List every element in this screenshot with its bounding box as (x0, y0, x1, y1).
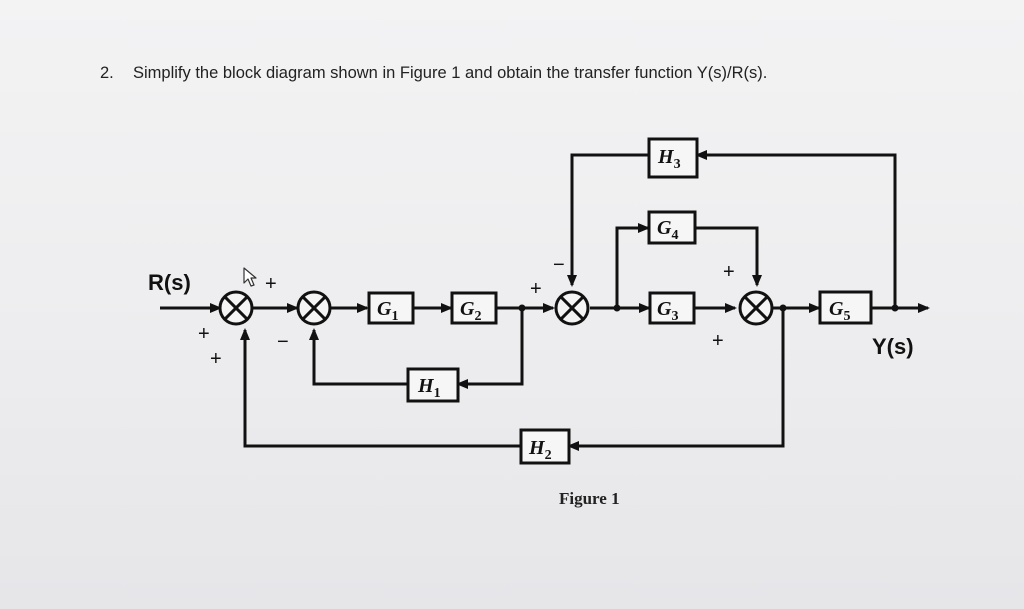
junction-signs: + + + − + − + + (198, 254, 735, 370)
block-g1-sub: 1 (391, 309, 398, 324)
block-h3: H3 (647, 137, 699, 179)
question-text: 2. Simplify the block diagram shown in Fi… (100, 64, 767, 83)
h2-feedback-out-line (240, 328, 520, 448)
sign-sj3-left: + (530, 278, 542, 300)
mouse-cursor-icon (243, 267, 257, 287)
svg-text:H1: H1 (417, 375, 441, 401)
question-body: Simplify the block diagram shown in Figu… (133, 64, 768, 82)
branch-points (518, 304, 899, 312)
sign-sj1-top: + (265, 273, 277, 295)
branch-point-g5 (891, 304, 899, 312)
block-h2: H2 (519, 428, 571, 465)
summing-junction-2 (296, 290, 332, 326)
block-h1-sub: 1 (434, 386, 441, 401)
svg-text:G2: G2 (460, 298, 481, 324)
branch-point-sj4 (779, 304, 787, 312)
svg-text:G4: G4 (657, 217, 678, 243)
h3-feedback-in-line (695, 150, 897, 308)
svg-text:G3: G3 (657, 298, 678, 324)
branch-point-g2 (518, 304, 526, 312)
block-h3-sub: 3 (674, 157, 681, 172)
block-g1-symbol: G (377, 298, 392, 320)
figure-caption: Figure 1 (559, 489, 620, 508)
svg-text:G1: G1 (377, 298, 398, 324)
sign-sj1-left: + (198, 323, 210, 345)
block-g2-symbol: G (460, 298, 475, 320)
block-g5-symbol: G (829, 298, 844, 320)
sign-sj1-bottom: + (210, 348, 222, 370)
block-g1: G1 (367, 291, 415, 325)
block-g2-sub: 2 (474, 309, 481, 324)
input-label: R(s) (148, 270, 191, 295)
sign-sj4-bottom: + (712, 330, 724, 352)
output-label: Y(s) (872, 334, 914, 359)
sign-sj3-top: − (553, 254, 565, 276)
block-g3-sub: 3 (671, 309, 678, 324)
block-h2-symbol: H (528, 437, 546, 459)
summing-junction-3 (554, 290, 590, 326)
block-g4-symbol: G (657, 217, 672, 239)
h2-feedback-in-line (567, 308, 785, 451)
block-g4-sub: 4 (671, 228, 678, 243)
signal-lines (160, 150, 930, 451)
block-h1: H1 (406, 367, 460, 403)
block-g5: G5 (818, 290, 873, 325)
summing-junction-4 (738, 290, 774, 326)
block-g5-sub: 5 (843, 309, 850, 324)
branch-point-sj3 (613, 304, 621, 312)
block-h2-sub: 2 (545, 448, 552, 463)
question-number: 2. (100, 64, 114, 82)
blocks: G1 G2 G3 G4 G5 H1 (367, 137, 873, 465)
block-h1-symbol: H (417, 375, 435, 397)
summing-junction-1 (218, 290, 254, 326)
h3-feedback-out-line (567, 153, 648, 287)
block-g4: G4 (647, 210, 697, 245)
svg-text:H3: H3 (657, 146, 681, 172)
h1-feedback-in-line (456, 308, 524, 389)
sign-sj2-bottom: − (277, 331, 289, 353)
h1-feedback-out-line (309, 328, 407, 386)
sign-sj4-top: + (723, 261, 735, 283)
svg-text:G5: G5 (829, 298, 850, 324)
g4-out-line (695, 226, 762, 287)
block-g3-symbol: G (657, 298, 672, 320)
svg-text:H2: H2 (528, 437, 552, 463)
summing-junctions (218, 290, 774, 326)
g4-in-line (615, 223, 650, 308)
block-g2: G2 (450, 291, 498, 325)
block-g3: G3 (648, 291, 696, 325)
block-h3-symbol: H (657, 146, 675, 168)
